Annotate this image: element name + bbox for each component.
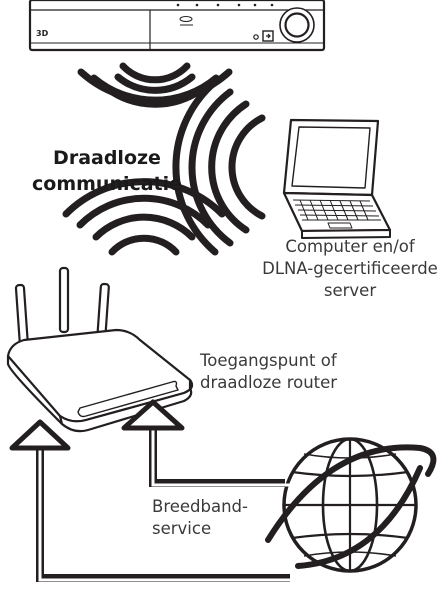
broadband-label-line-2: service: [152, 519, 212, 538]
computer-label-line-1: Computer en/of: [285, 237, 415, 256]
wireless-label-line-2: communicatie: [32, 173, 183, 195]
broadband-label-line-1: Breedband-: [152, 497, 248, 516]
access-point-label-line-1: Toegangspunt of: [200, 351, 337, 370]
player-dial: [279, 7, 315, 43]
connection-arrows: [9, 399, 296, 582]
blu-ray-player: 3D: [28, 0, 326, 52]
computer-label-line-3: server: [323, 281, 377, 300]
laptop: [282, 118, 392, 239]
wireless-router: [6, 266, 194, 433]
player-top-buttons: [176, 3, 274, 7]
wireless-waves-laptop: [172, 78, 266, 256]
blu-ray-logo: [179, 16, 193, 26]
broadband-service-label: Breedband- service: [152, 496, 272, 540]
wireless-label-line-1: Draadloze: [53, 147, 161, 169]
player-3d-badge: 3D: [36, 29, 49, 38]
wireless-waves-router: [62, 178, 226, 256]
access-point-label: Toegangspunt of draadloze router: [200, 350, 400, 394]
wireless-communication-label: Draadloze communicatie: [32, 145, 182, 197]
usb-port-icon: [253, 30, 274, 42]
computer-server-label: Computer en/of DLNA-gecertificeerde serv…: [258, 236, 442, 302]
globe-icon: [265, 437, 437, 573]
access-point-label-line-2: draadloze router: [200, 373, 338, 392]
computer-label-line-2: DLNA-gecertificeerde: [262, 259, 438, 278]
